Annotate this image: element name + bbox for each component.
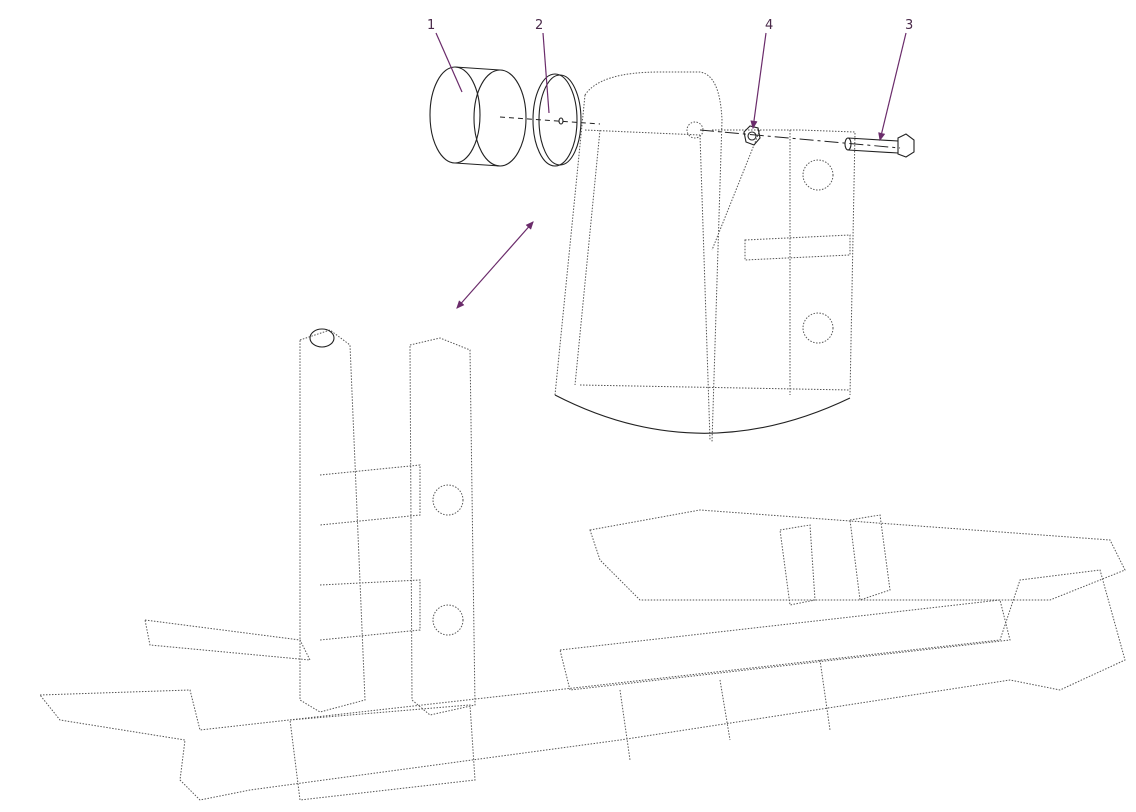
part-1-cylinder — [429, 66, 527, 167]
chassis-frame — [38, 328, 1126, 801]
callout-leaders — [435, 32, 907, 309]
callout-1: 1 — [427, 18, 436, 33]
callout-3: 3 — [905, 18, 914, 33]
callout-4: 4 — [765, 18, 774, 33]
axis-line — [499, 116, 601, 125]
bracket-detail-view — [554, 71, 856, 443]
part-4-nut — [743, 125, 761, 146]
bolt-axis-line — [699, 129, 901, 149]
callout-2: 2 — [535, 18, 544, 33]
part-3-bolt — [844, 133, 915, 158]
